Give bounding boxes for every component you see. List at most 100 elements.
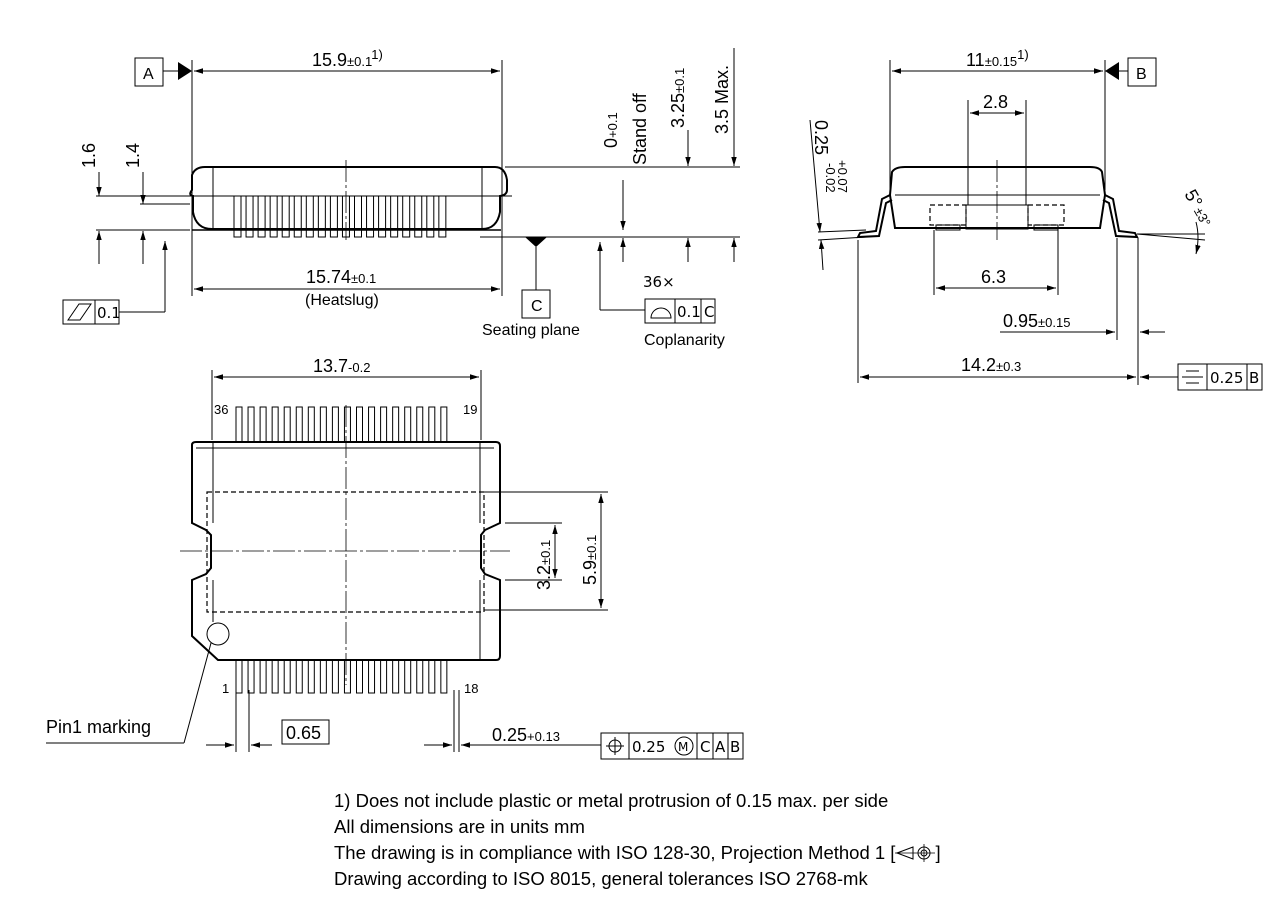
top-view: 13.7-0.2 36 19 1 18 3.2±0.1 5.9±0.1 Pin1… xyxy=(46,356,744,760)
lead-bottom xyxy=(368,659,376,694)
lead-bottom xyxy=(307,659,315,694)
dim-max-height: 3.5 Max. xyxy=(712,65,732,134)
note-tolerances: Drawing according to ISO 8015, general t… xyxy=(334,868,868,889)
dim-pad-width: 6.3 xyxy=(981,267,1006,287)
lead-side xyxy=(329,195,338,238)
lead-side xyxy=(281,195,290,238)
svg-text:C: C xyxy=(700,738,710,756)
lead-top xyxy=(235,406,243,443)
dim-slug-outer: 5.9±0.1 xyxy=(580,535,600,585)
lead-bottom xyxy=(392,659,400,694)
svg-text:-0.02: -0.02 xyxy=(823,163,838,193)
max-material-icon xyxy=(674,736,694,756)
lead-top xyxy=(319,406,327,443)
lead-top xyxy=(343,406,351,443)
coplanarity-frame: 36× 0.1 C Coplanarity xyxy=(597,242,725,349)
side-leads xyxy=(233,195,447,238)
lead-top xyxy=(247,406,255,443)
dim-length-top: 15.9±0.11) xyxy=(312,47,383,70)
pin-18-label: 18 xyxy=(464,681,478,696)
lead-top xyxy=(428,406,436,443)
top-leads xyxy=(235,406,448,443)
svg-text:A: A xyxy=(143,66,154,83)
projection-method-icon xyxy=(895,844,936,862)
lead-bottom xyxy=(343,659,351,694)
svg-text:Seating plane: Seating plane xyxy=(482,322,580,339)
datum-a: A xyxy=(134,57,192,87)
flatness-icon xyxy=(67,303,92,321)
dim-slug-inner: 3.2±0.1 xyxy=(534,540,554,590)
symmetry-icon xyxy=(1182,370,1203,384)
lead-side xyxy=(390,195,399,238)
pitch-box xyxy=(281,719,330,745)
svg-text:C: C xyxy=(531,298,543,315)
lead-top xyxy=(307,406,315,443)
lead-top xyxy=(404,406,412,443)
seating-plane: C Seating plane xyxy=(482,237,580,339)
lead-top xyxy=(283,406,291,443)
lead-top xyxy=(440,406,448,443)
lead-side xyxy=(257,195,266,238)
dim-pitch: 0.65 xyxy=(286,723,321,743)
lead-side xyxy=(414,195,423,238)
svg-text:0.1: 0.1 xyxy=(97,304,121,322)
lead-side xyxy=(269,195,278,238)
dim-angle: 5°±3° xyxy=(1181,186,1218,230)
symmetry-frame: 0.25 B xyxy=(1140,363,1263,391)
lead-bottom xyxy=(319,659,327,694)
pin-1-label: 1 xyxy=(222,681,229,696)
dim-1-6: 1.6 xyxy=(79,143,99,168)
side-body xyxy=(185,160,512,240)
lead-side xyxy=(426,195,435,238)
lead-top xyxy=(259,406,267,443)
svg-text:0.25: 0.25 xyxy=(1210,369,1243,387)
lead-side xyxy=(354,195,362,238)
pin-19-label: 19 xyxy=(463,402,477,417)
lead-bottom xyxy=(247,659,255,694)
svg-text:0.25: 0.25 xyxy=(632,738,665,756)
lead-side xyxy=(438,195,447,238)
lead-side xyxy=(293,195,302,238)
svg-text:36×: 36× xyxy=(643,273,675,291)
lead-top xyxy=(368,406,376,443)
dim-slug-width: 2.8 xyxy=(983,92,1008,112)
dim-width: 11±0.151) xyxy=(966,47,1029,70)
dim-lead-thickness: 0.25 xyxy=(811,120,831,155)
svg-text:+0.07: +0.07 xyxy=(835,160,850,193)
note-protrusion: 1) Does not include plastic or metal pro… xyxy=(334,790,889,811)
heatslug-label: (Heatslug) xyxy=(305,292,379,309)
pin-36-label: 36 xyxy=(214,402,228,417)
lead-side xyxy=(317,195,326,238)
dim-foot-length: 0.95±0.15 xyxy=(1003,311,1070,331)
svg-text:0.1: 0.1 xyxy=(677,303,701,321)
lead-bottom xyxy=(428,659,436,694)
lead-top xyxy=(392,406,400,443)
lead-bottom xyxy=(356,659,363,694)
lead-top xyxy=(331,406,339,443)
standoff-label: Stand off xyxy=(630,92,650,165)
lead-top xyxy=(380,406,388,443)
lead-bottom xyxy=(380,659,388,694)
profile-of-surface-icon xyxy=(650,307,672,319)
svg-text:C: C xyxy=(704,303,714,321)
svg-text:M: M xyxy=(678,740,688,754)
lead-bottom xyxy=(259,659,267,694)
lead-side xyxy=(378,195,387,238)
dim-height: 3.25±0.1 xyxy=(668,68,688,128)
pin1-marking-label: Pin1 marking xyxy=(46,717,151,737)
lead-bottom xyxy=(331,659,339,694)
bottom-leads xyxy=(235,659,448,694)
svg-text:Coplanarity: Coplanarity xyxy=(644,332,725,349)
lead-bottom xyxy=(235,659,243,694)
lead-top xyxy=(416,406,424,443)
note-units: All dimensions are in units mm xyxy=(334,816,585,837)
dim-span: 14.2±0.3 xyxy=(961,355,1021,375)
svg-text:B: B xyxy=(1136,66,1147,83)
flatness-frame: 0.1 xyxy=(62,241,168,325)
pin1-dot xyxy=(206,622,230,646)
lead-bottom xyxy=(416,659,424,694)
lead-side xyxy=(402,195,411,238)
lead-side xyxy=(366,195,375,238)
dim-lead-width: 0.25+0.13 xyxy=(492,725,560,745)
